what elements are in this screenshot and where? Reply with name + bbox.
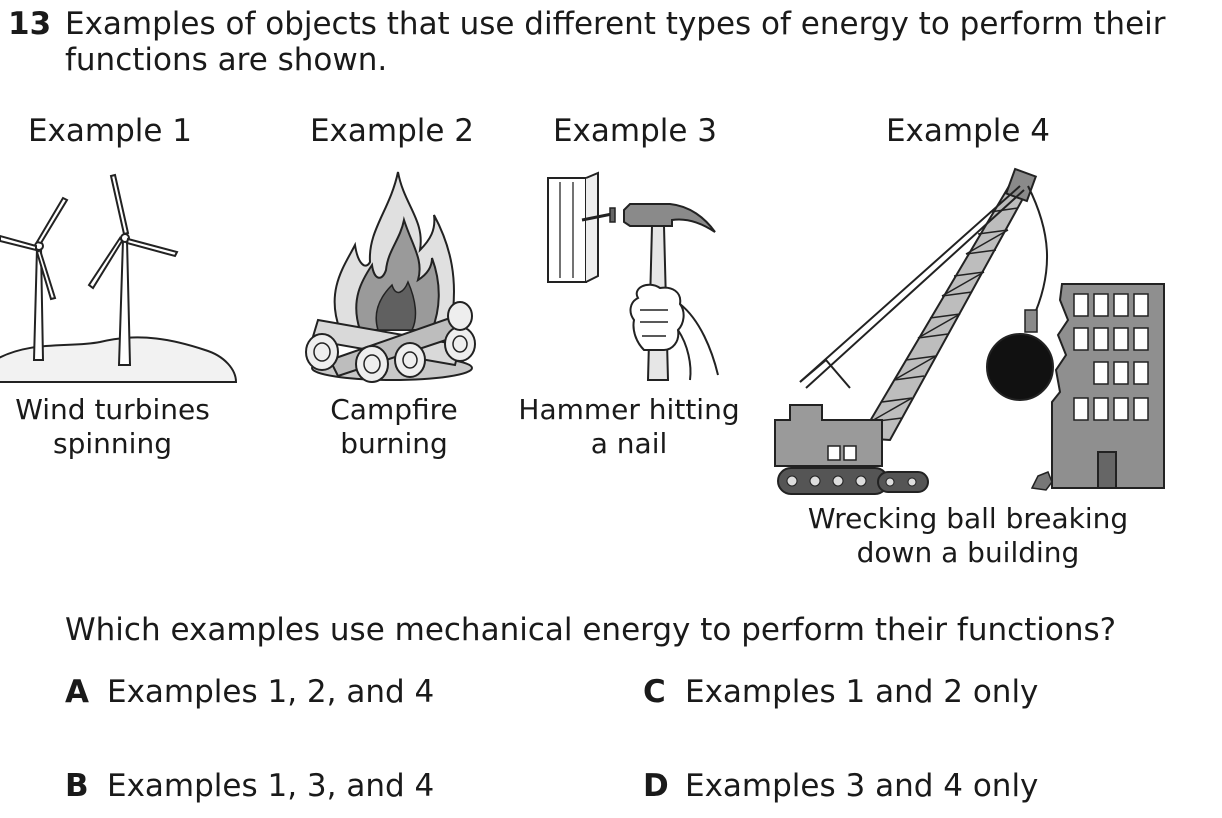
choice-b-letter: B [65,768,89,804]
example-3-caption-line-2: a nail [590,427,668,460]
example-3-caption: Hammer hitting a nail [505,393,753,461]
example-2-caption-line-1: Campfire [330,393,458,426]
example-2-caption-line-2: burning [340,427,448,460]
choice-d-text: Examples 3 and 4 only [685,768,1039,804]
choice-c-letter: C [643,674,666,710]
example-1-caption-line-2: spinning [53,427,172,460]
hammer-nail-icon [547,171,719,381]
wrecking-ball-crane-icon [774,167,1165,495]
choice-a-text: Examples 1, 2, and 4 [107,674,435,710]
example-4-title: Example 4 [885,113,1051,149]
campfire-icon [305,171,476,383]
example-3-caption-line-1: Hammer hitting [518,393,740,426]
choice-b[interactable]: B Examples 1, 3, and 4 [65,767,434,805]
example-2-caption: Campfire burning [296,393,492,461]
choice-c[interactable]: C Examples 1 and 2 only [643,673,1038,711]
example-4-caption-line-1: Wrecking ball breaking [807,502,1129,535]
choice-b-text: Examples 1, 3, and 4 [107,768,435,804]
choice-c-text: Examples 1 and 2 only [685,674,1039,710]
example-1-caption: Wind turbines spinning [0,393,225,461]
choice-a-letter: A [65,674,89,710]
question-prompt: Which examples use mechanical energy to … [65,612,1117,648]
choice-d-letter: D [643,768,669,804]
example-4-caption: Wrecking ball breaking down a building [788,502,1148,570]
example-1-caption-line-1: Wind turbines [15,393,210,426]
question-number: 13 [8,6,52,42]
example-1-title: Example 1 [27,113,193,149]
example-3-title: Example 3 [552,113,718,149]
wind-turbines-icon [0,173,238,383]
example-4-caption-line-2: down a building [856,536,1080,569]
question-stem: Examples of objects that use different t… [65,6,1166,78]
choice-a[interactable]: A Examples 1, 2, and 4 [65,673,434,711]
example-2-title: Example 2 [309,113,475,149]
choice-d[interactable]: D Examples 3 and 4 only [643,767,1038,805]
